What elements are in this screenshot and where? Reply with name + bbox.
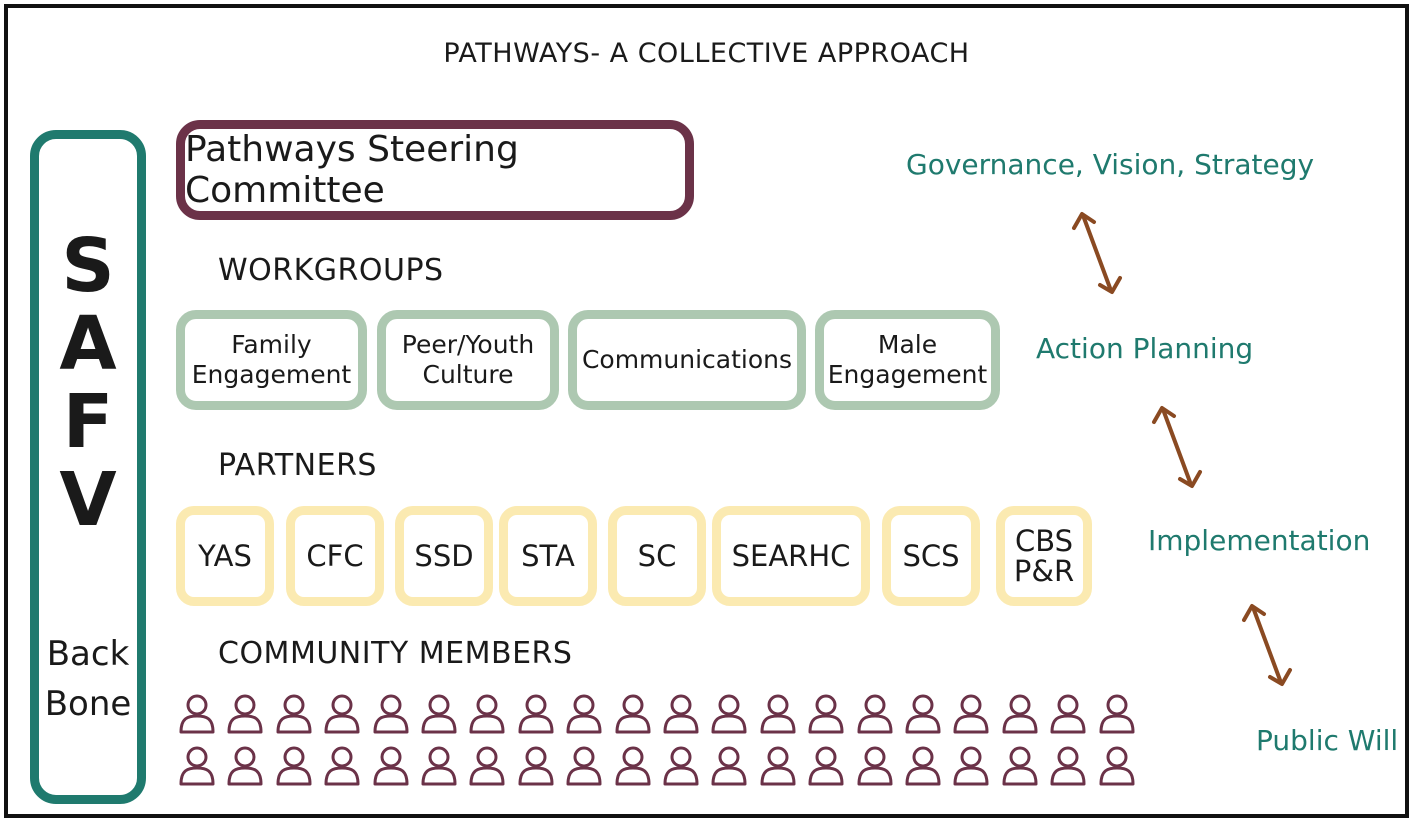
person-icon	[1096, 692, 1138, 736]
person-icon	[515, 744, 557, 788]
backbone-label: Back Bone	[39, 629, 137, 729]
person-icon	[466, 692, 508, 736]
safv-letter: A	[59, 301, 117, 387]
person-icon	[418, 744, 460, 788]
steering-committee-label: Pathways Steering Committee	[185, 129, 519, 211]
person-icon	[224, 744, 266, 788]
person-icon	[1096, 744, 1138, 788]
safv-acronym: S A F V	[39, 227, 137, 539]
community-members-grid	[176, 692, 1146, 802]
double-arrow-icon	[1152, 406, 1202, 488]
person-icon	[805, 692, 847, 736]
person-icon	[708, 692, 750, 736]
person-icon	[176, 744, 218, 788]
person-icon	[854, 744, 896, 788]
backbone-label-line1: Back	[46, 634, 130, 674]
partner-box: SCS	[882, 506, 980, 606]
partner-line1: SEARHC	[731, 539, 851, 573]
partner-line1: CBS	[1014, 524, 1074, 558]
diagram-title: PATHWAYS- A COLLECTIVE APPROACH	[443, 38, 970, 69]
person-icon	[757, 744, 799, 788]
person-icon	[1047, 692, 1089, 736]
partner-line1: SCS	[902, 539, 960, 573]
person-icon	[370, 692, 412, 736]
partner-box: SEARHC	[712, 506, 870, 606]
person-icon	[708, 744, 750, 788]
person-icon	[418, 692, 460, 736]
partner-line1: CFC	[306, 539, 364, 573]
partner-box: CFC	[286, 506, 384, 606]
person-icon	[854, 692, 896, 736]
partner-line1: SC	[637, 539, 677, 573]
person-icon	[321, 744, 363, 788]
workgroup-line2: Engagement	[191, 360, 352, 389]
workgroup-line2: Engagement	[827, 360, 988, 389]
person-icon	[757, 692, 799, 736]
workgroup-line1: Communications	[581, 345, 793, 374]
person-icon	[999, 692, 1041, 736]
safv-letter: V	[59, 457, 117, 543]
person-icon	[805, 744, 847, 788]
person-icon	[224, 692, 266, 736]
workgroup-line2: Culture	[422, 360, 514, 389]
person-icon	[950, 692, 992, 736]
person-icon	[999, 744, 1041, 788]
double-arrow-icon	[1072, 212, 1122, 294]
partners-heading: PARTNERS	[218, 448, 377, 483]
workgroups-heading: WORKGROUPS	[218, 253, 444, 288]
workgroup-line1: Family	[231, 330, 312, 359]
partner-line1: SSD	[414, 539, 474, 573]
partner-box: YAS	[176, 506, 274, 606]
backbone-box: S A F V Back Bone	[30, 130, 146, 804]
person-icon	[321, 692, 363, 736]
person-icon	[273, 744, 315, 788]
partner-box: SC	[608, 506, 706, 606]
level-action-planning: Action Planning	[1036, 332, 1254, 365]
person-icon	[902, 744, 944, 788]
person-icon	[660, 692, 702, 736]
person-icon	[563, 692, 605, 736]
community-heading: COMMUNITY MEMBERS	[218, 636, 573, 671]
safv-letter: F	[62, 379, 114, 465]
person-icon	[902, 692, 944, 736]
diagram-frame: PATHWAYS- A COLLECTIVE APPROACH S A F V …	[4, 4, 1409, 818]
partner-line2: P&R	[1013, 554, 1075, 588]
safv-letter: S	[61, 223, 115, 309]
double-arrow-icon	[1242, 604, 1292, 686]
workgroup-line1: Peer/Youth	[401, 330, 535, 359]
level-governance: Governance, Vision, Strategy	[906, 148, 1315, 181]
level-public-will: Public Will	[1256, 724, 1399, 757]
person-icon	[370, 744, 412, 788]
partner-line1: STA	[521, 539, 575, 573]
person-icon	[563, 744, 605, 788]
person-icon	[466, 744, 508, 788]
person-icon	[612, 744, 654, 788]
partner-box: STA	[499, 506, 597, 606]
person-icon	[273, 692, 315, 736]
person-icon	[515, 692, 557, 736]
person-icon	[950, 744, 992, 788]
workgroup-line1: Male	[877, 330, 938, 359]
backbone-label-line2: Bone	[44, 684, 132, 724]
level-implementation: Implementation	[1148, 524, 1371, 557]
person-icon	[612, 692, 654, 736]
partner-box: SSD	[395, 506, 493, 606]
partner-line1: YAS	[198, 539, 252, 573]
person-icon	[1047, 744, 1089, 788]
person-icon	[176, 692, 218, 736]
workgroup-communications: Communications	[568, 310, 806, 410]
person-icon	[660, 744, 702, 788]
steering-committee-box: Pathways Steering Committee	[176, 120, 694, 220]
